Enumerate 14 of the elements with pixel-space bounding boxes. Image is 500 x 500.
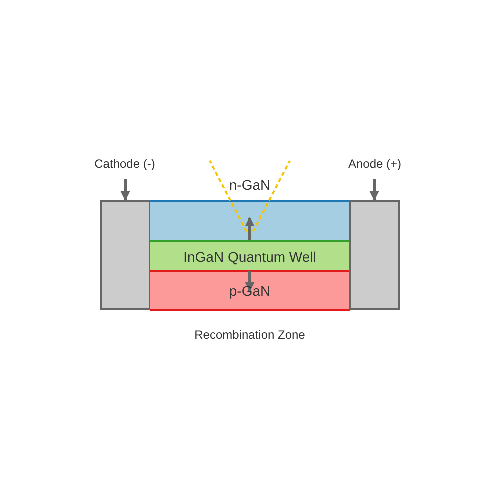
layer-label: InGaN Quantum Well — [184, 248, 316, 264]
arrow — [245, 217, 255, 240]
electrode-block — [349, 200, 400, 310]
terminal-label: Anode (+) — [338, 157, 412, 175]
arrow — [245, 271, 255, 292]
arrow — [370, 179, 380, 201]
arrow — [120, 179, 130, 201]
layer-band — [150, 270, 350, 311]
layer-label: p-GaN — [229, 282, 271, 298]
terminal-label: Cathode (-) — [84, 157, 166, 175]
zone-caption: Recombination Zone — [194, 328, 306, 342]
layer-label: n-GaN — [228, 177, 272, 193]
electrode-block — [100, 200, 151, 310]
layer-band — [150, 240, 350, 271]
